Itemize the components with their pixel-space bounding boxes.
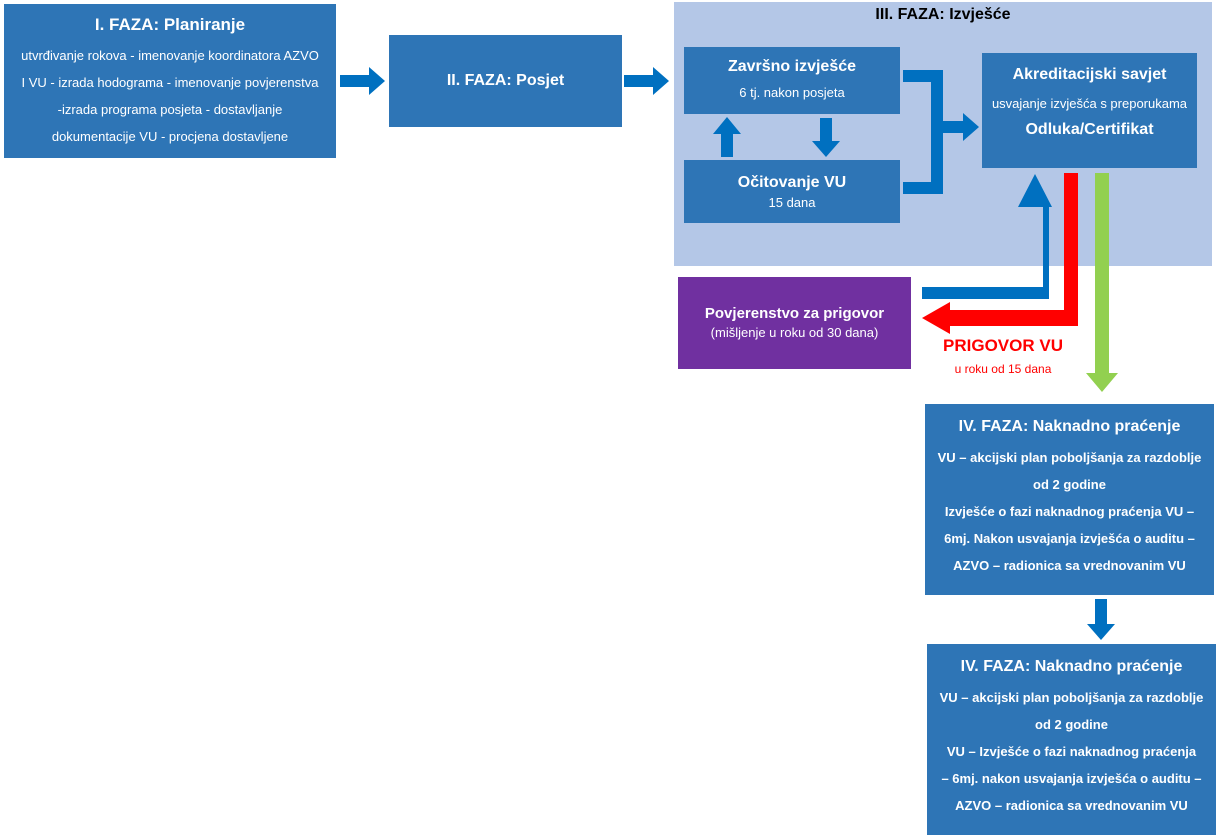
- appeal-label: PRIGOVOR VU: [943, 336, 1063, 355]
- arrow-response-to-report: [713, 117, 741, 157]
- response-title: Očitovanje VU: [737, 174, 847, 191]
- phase1-line: I VU - izrada hodograma - imenovanje pov…: [21, 75, 319, 90]
- phase4b-line: VU – akcijski plan poboljšanja za razdob…: [939, 690, 1204, 705]
- phase1-line: dokumentacije VU - procjena dostavljene: [51, 129, 289, 144]
- phase4b-line: VU – Izvješće o fazi naknadnog praćenja: [946, 744, 1197, 759]
- final-report-box: Završno izvješće 6 tj. nakon posjeta: [684, 47, 900, 114]
- phase4a-line: VU – akcijski plan poboljšanja za razdob…: [937, 450, 1202, 465]
- council-decision: Odluka/Certifikat: [1025, 121, 1154, 138]
- phase4b-line: AZVO – radionica sa vrednovanim VU: [955, 798, 1188, 813]
- arrow-phase4a-to-phase4b: [1087, 599, 1115, 640]
- phase2-box: II. FAZA: Posjet: [389, 35, 622, 127]
- phase4a-line: Izvješće o fazi naknadnog praćenja VU –: [944, 504, 1195, 519]
- appeal-sublabel: u roku od 15 dana: [954, 362, 1052, 376]
- arrow-appeal: [922, 173, 1078, 334]
- phase4a-line: od 2 godine: [1033, 477, 1106, 492]
- phase1-box: I. FAZA: Planiranje utvrđivanje rokova -…: [4, 4, 336, 158]
- arrow-merge-to-council: [937, 113, 979, 141]
- phase3-title: III. FAZA: Izvješće: [875, 6, 1011, 23]
- phase4a-line: 6mj. Nakon usvajanja izvješća o auditu –: [944, 531, 1195, 546]
- council-title: Akreditacijski savjet: [1012, 66, 1167, 83]
- arrow-phase1-to-phase2: [340, 67, 385, 95]
- final-report-sub: 6 tj. nakon posjeta: [739, 85, 845, 100]
- appeal-committee-box: Povjerenstvo za prigovor (mišljenje u ro…: [678, 277, 911, 369]
- arrow-accept: [1086, 173, 1118, 392]
- phase2-title: II. FAZA: Posjet: [446, 72, 565, 89]
- phase4a-box: IV. FAZA: Naknadno praćenje VU – akcijsk…: [925, 404, 1214, 595]
- phase4a-title: IV. FAZA: Naknadno praćenje: [958, 418, 1181, 435]
- phase1-line: utvrđivanje rokova - imenovanje koordina…: [21, 48, 319, 63]
- response-sub: 15 dana: [768, 195, 816, 210]
- appeal-committee-title: Povjerenstvo za prigovor: [704, 305, 885, 322]
- phase1-line: -izrada programa posjeta - dostavljanje: [57, 102, 283, 117]
- phase4b-title: IV. FAZA: Naknadno praćenje: [960, 658, 1183, 675]
- final-report-title: Završno izvješće: [727, 58, 857, 75]
- council-box: Akreditacijski savjet usvajanje izvješća…: [982, 53, 1197, 168]
- council-sub: usvajanje izvješća s preporukama: [991, 96, 1188, 111]
- response-box: Očitovanje VU 15 dana: [684, 160, 900, 223]
- appeal-committee-sub: (mišljenje u roku od 30 dana): [710, 325, 879, 340]
- phase4b-box: IV. FAZA: Naknadno praćenje VU – akcijsk…: [927, 644, 1216, 835]
- phase4b-line: – 6mj. nakon usvajanja izvješća o auditu…: [941, 771, 1202, 786]
- phase4b-line: od 2 godine: [1035, 717, 1108, 732]
- arrow-committee-to-council: [922, 174, 1052, 299]
- arrow-report-to-response: [812, 118, 840, 157]
- phase1-title: I. FAZA: Planiranje: [94, 15, 246, 34]
- phase4a-line: AZVO – radionica sa vrednovanim VU: [953, 558, 1186, 573]
- bracket-merge: [903, 70, 943, 194]
- arrow-phase2-to-phase3: [624, 67, 669, 95]
